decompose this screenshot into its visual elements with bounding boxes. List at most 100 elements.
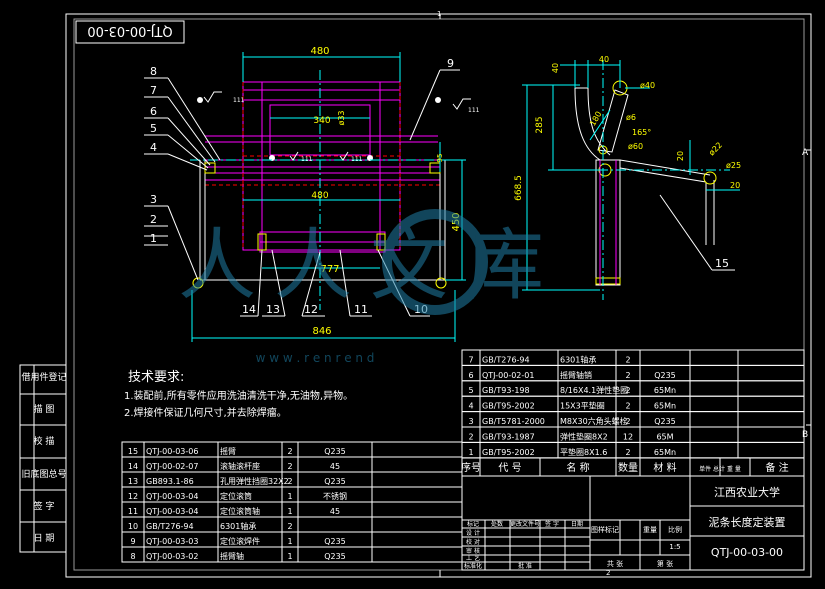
side-block: 借用件登记 描 图 校 描 旧底图总号 签 字 日 期 [19,364,67,553]
bom-cell-no: 13 [128,477,138,486]
bom-cell-name: 定位滚焊件 [220,536,260,546]
front-view [190,70,460,310]
bom-cell-name: 摇臂 [220,446,236,456]
title-scale: 1:5 [669,543,680,551]
dim-dia-6: ø6 [626,113,636,122]
balloon-8: 8 [150,65,157,78]
role-0: 设 计 [466,529,480,537]
zone-1: 1 [437,10,441,18]
rev-header-3: 签 字 [545,520,559,528]
dim-20-a: 20 [676,151,685,161]
rev-header-0: 标记 [467,520,479,528]
bom-cell-code: QTJ-00-02-07 [146,462,198,471]
balloon-2: 2 [150,213,157,226]
role-4: 标准化 [464,562,482,570]
dim-95: 95 [436,154,444,163]
dim-285: 285 [535,116,545,133]
dim-40-b: 40 [599,55,609,64]
tech-requirements: 技术要求: 1.装配前,所有零件应用洗油清洗干净,无油物,异物。 2.焊接件保证… [124,370,353,419]
watermark-brand: 人人文库 [178,221,562,311]
bom-cell-no: 6 [468,371,473,380]
drawing-frame [65,13,812,578]
bom-cell-qty: 1 [287,552,292,561]
bom-cell-name: 平垫圈8X1.6 [560,447,607,457]
role-1: 校 对 [466,538,480,546]
bom-cell-code: GB/T5781-2000 [482,417,545,426]
dim-777: 777 [320,264,339,275]
tech-title: 技术要求: [128,370,184,385]
rev-header-4: 日期 [571,520,583,528]
tech-line-1: 1.装配前,所有零件应用洗油清洗干净,无油物,异物。 [124,389,353,402]
bom-header-5: 单件 总计 重 量 [699,465,741,473]
bom-cell-qty: 12 [623,432,633,441]
balloon-12: 12 [304,303,318,316]
bom-cell-mat: 65M [656,432,673,441]
bom-cell-qty: 2 [287,447,292,456]
bom-cell-no: 5 [468,386,473,395]
dim-33: ø33 [337,110,346,125]
balloon-7: 7 [150,84,157,97]
title-sheet: 共 张 [607,559,623,568]
bom-cell-no: 12 [128,492,138,501]
dim-165: 165° [632,128,651,137]
tech-line-2: 2.焊接件保证几何尺寸,并去除焊瘤。 [124,406,287,419]
bom-cell-qty: 2 [287,477,292,486]
bom-cell-mat: Q235 [324,552,346,561]
title-scale-label: 比例 [668,525,682,534]
bom-cell-name: 定位滚筒 [220,491,252,501]
bom-cell-mat: 不锈钢 [323,491,347,501]
dim-dia-60: ø60 [628,142,643,151]
side-dimension-labels: 40 40 285 180 668.5 ø40 ø6 165° ø60 20 ø… [514,55,741,201]
front-leaders [144,69,460,317]
balloon-6: 6 [150,105,157,118]
zone-b: B [802,430,808,440]
dim-dia-40: ø40 [640,81,655,90]
bom-cell-qty: 1 [287,537,292,546]
bom-cell-qty: 2 [287,462,292,471]
bom-cell-no: 14 [128,462,138,471]
side-block-3: 旧底图总号 [21,468,66,480]
role-2: 审 核 [466,547,480,555]
bom-cell-qty: 1 [287,492,292,501]
balloon-14: 14 [242,303,256,316]
title-stage-label: 图样标记 [591,525,619,534]
bom-header-6: 备 注 [765,461,788,474]
bom-cell-qty: 2 [287,522,292,531]
title-number: QTJ-00-03-00 [711,546,783,559]
bom-header-3: 数量 [618,461,638,474]
watermark: 人人文库 w w w . r e n r e n d [178,209,562,365]
title-school: 江西农业大学 [714,485,780,499]
side-block-4: 签 字 [34,500,55,512]
drawing-number-text: QTJ-00-03-00 [87,23,172,38]
bom-cell-code: QTJ-00-03-03 [146,537,198,546]
role-5: 批 准 [518,562,532,570]
drawing-number-box: QTJ-00-03-00 [75,20,185,44]
bom-header-row: 序号代 号名 称数量材 料单件 总计 重 量备 注 [461,457,805,477]
balloon-11: 11 [354,303,368,316]
bom-cell-name: 8/16X4.1弹性垫圈 [560,385,628,395]
dim-480-top: 480 [310,46,329,57]
bom-cell-no: 7 [468,355,473,364]
bom-cell-qty: 2 [625,402,630,411]
title-weight-label: 重量 [643,526,657,534]
bom-cell-qty: 2 [625,448,630,457]
bom-cell-mat: Q235 [324,537,346,546]
bom-cell-code: GB/T95-2002 [482,448,535,457]
bom-cell-no: 8 [130,552,135,561]
side-block-0: 借用件登记 [21,371,66,383]
bom-cell-code: GB/T93-1987 [482,432,535,441]
bom-header-0: 序号 [461,461,481,474]
balloon-3: 3 [150,193,157,206]
side-block-1: 描 图 [34,403,55,415]
bom-header-1: 代 号 [498,462,521,474]
roughness-sym-3: 111 [301,156,313,163]
bom-header-2: 名 称 [566,461,589,474]
bom-cell-code: QTJ-00-03-02 [146,552,198,561]
bom-cell-no: 4 [468,402,473,411]
bom-cell-mat: Q235 [324,477,346,486]
bom-cell-code: QTJ-00-03-04 [146,507,198,516]
bom-cell-no: 11 [128,507,138,516]
bom-cell-no: 9 [130,537,135,546]
